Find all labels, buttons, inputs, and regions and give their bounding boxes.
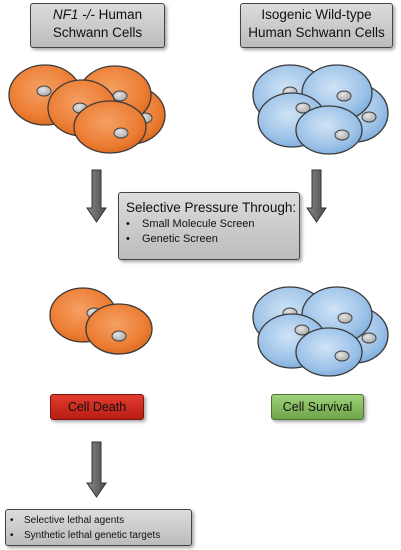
wt-cell <box>295 327 363 377</box>
nf1-cell-cluster-after <box>49 287 153 355</box>
wt-cell-cluster-top <box>252 64 389 155</box>
wt-celltype-text: Human Schwann Cells <box>248 25 385 40</box>
targets-list: Selective lethal agents Synthetic lethal… <box>10 513 187 543</box>
targets-box: Selective lethal agents Synthetic lethal… <box>5 509 192 546</box>
wt-cell-cluster-after <box>252 286 389 377</box>
arrow-down-right <box>306 169 327 223</box>
screen-item: Genetic Screen <box>126 232 291 247</box>
nf1-celltype-text: Schwann Cells <box>52 25 143 40</box>
nf1-cell <box>85 303 153 355</box>
wt-genotype-text: Isogenic Wild-type <box>261 7 372 22</box>
nf1-cell-cluster-top <box>8 64 166 154</box>
nf1-species-text: Human <box>94 7 143 22</box>
target-item: Synthetic lethal genetic targets <box>10 528 187 543</box>
screen-item: Small Molecule Screen <box>126 217 291 232</box>
nf1-genotype-text: NF1 -/- <box>52 7 95 22</box>
nf1-cells-label: NF1 -/- Human Schwann Cells <box>30 3 165 48</box>
nf1-cell <box>73 100 147 154</box>
wt-cell <box>295 105 363 155</box>
cell-death-label: Cell Death <box>50 394 144 420</box>
arrow-down-left <box>86 169 107 223</box>
cell-survival-label: Cell Survival <box>271 394 364 420</box>
selective-pressure-box: Selective Pressure Through: Small Molecu… <box>118 192 300 260</box>
target-item: Selective lethal agents <box>10 513 187 528</box>
selective-pressure-heading: Selective Pressure Through: <box>126 200 297 215</box>
screen-list: Small Molecule Screen Genetic Screen <box>126 217 291 247</box>
arrow-down-death <box>86 441 107 498</box>
wt-cells-label: Isogenic Wild-type Human Schwann Cells <box>240 3 393 48</box>
